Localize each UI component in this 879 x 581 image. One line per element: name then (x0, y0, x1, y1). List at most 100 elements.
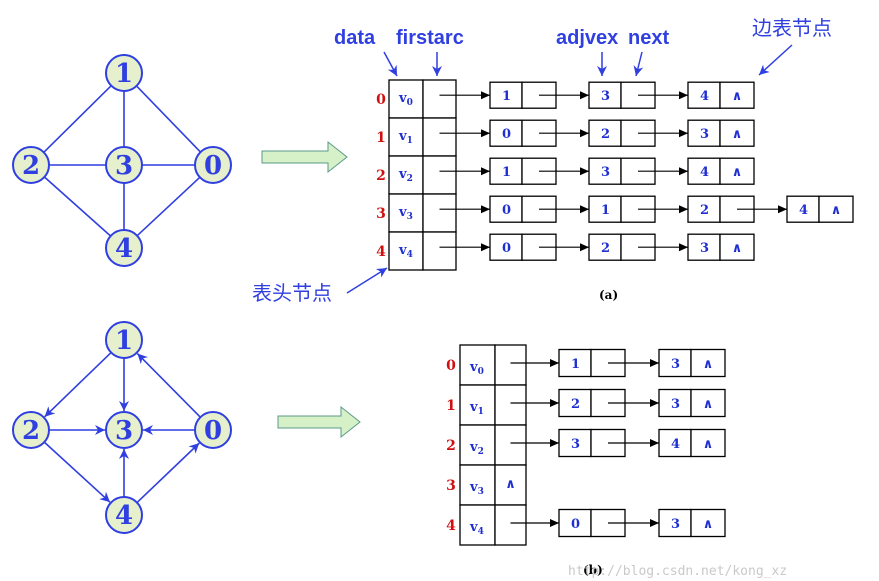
adjvex-cell (489, 195, 523, 223)
next-cell (690, 428, 726, 458)
head-data-cell (459, 504, 496, 546)
head-firstarc-cell (422, 79, 457, 119)
node-label: 0 (204, 151, 222, 181)
graph-b-node-4: 4 (105, 496, 143, 534)
adjvex-value: 2 (601, 241, 610, 256)
adjvex-value: 0 (502, 203, 511, 218)
head-firstarc-cell (422, 231, 457, 271)
caption-a: (a) (599, 288, 618, 302)
adjvex-cell (786, 195, 820, 223)
vertex-index: 4 (376, 244, 386, 260)
next-cell (818, 195, 854, 223)
node-label: 4 (115, 501, 133, 531)
graph-b-edge-2-4 (43, 441, 111, 503)
adjvex-value: 1 (571, 357, 580, 372)
adjvex-value: 4 (700, 89, 709, 104)
head-data-cell (459, 344, 496, 386)
head-firstarc-cell (422, 117, 457, 157)
data-label: data (334, 27, 376, 49)
undirected-graph: 1 2 3 0 4 (12, 54, 232, 267)
adjvex-cell (687, 233, 721, 261)
head-firstarc-cell (422, 193, 457, 233)
pointer-head-node (346, 267, 388, 294)
firstarc-label: firstarc (396, 27, 464, 49)
vertex-index: 1 (376, 130, 386, 146)
adjvex-label: adjvex (556, 27, 618, 49)
edge-node-0: 0 (489, 195, 557, 223)
edge-node-3: 3∧ (658, 508, 726, 538)
adjvex-value: 3 (700, 241, 709, 256)
node-circle (12, 411, 50, 449)
adjvex-cell (558, 388, 592, 418)
null-pointer: ∧ (732, 165, 743, 180)
adjvex-cell (658, 388, 692, 418)
edge-node-1: 1 (558, 348, 626, 378)
head-firstarc-cell (494, 504, 527, 546)
adjvex-cell (588, 195, 622, 223)
adjvex-value: 2 (571, 397, 580, 412)
adjvex-cell (489, 119, 523, 147)
adjvex-value: 3 (671, 357, 680, 372)
adjvex-value: 2 (601, 127, 610, 142)
vertex-index: 2 (446, 438, 456, 454)
next-cell (719, 157, 755, 185)
graph-a-node-3: 3 (105, 146, 143, 184)
head-data-cell (388, 193, 424, 233)
node-label: 1 (115, 59, 133, 89)
edge-node-3: 3 (558, 428, 626, 458)
null-pointer: ∧ (732, 127, 743, 142)
adjvex-value: 1 (601, 203, 610, 218)
graph-a-edge-2-4 (43, 176, 112, 237)
vertex-index: 3 (376, 206, 386, 222)
next-cell (719, 81, 755, 109)
adjvex-cell (588, 233, 622, 261)
head-firstarc-cell (422, 155, 457, 195)
adjvex-cell (687, 157, 721, 185)
graph-a-node-4: 4 (105, 229, 143, 267)
graph-b-edge-4-0 (136, 442, 200, 504)
pointer-edge-node (758, 44, 793, 76)
adjvex-cell (588, 157, 622, 185)
edge-node-0: 0 (489, 233, 557, 261)
adjvex-value: 3 (671, 397, 680, 412)
graph-a-edge-0-4 (136, 176, 201, 237)
node-circle (105, 321, 143, 359)
head-firstarc-cell (494, 424, 527, 466)
graph-a-edge-1-2 (43, 85, 112, 153)
node-label: 1 (115, 326, 133, 356)
null-pointer: ∧ (703, 437, 714, 452)
node-circle (105, 229, 143, 267)
next-cell (690, 348, 726, 378)
null-pointer: ∧ (703, 517, 714, 532)
null-pointer: ∧ (732, 89, 743, 104)
watermark: http://blog.csdn.net/kong_xz (568, 564, 787, 579)
graph-b-node-2: 2 (12, 411, 50, 449)
labels-b: (b) (583, 563, 603, 577)
head-data-cell (388, 79, 424, 119)
head-firstarc-cell (494, 384, 527, 426)
adjvex-cell (489, 81, 523, 109)
vertex-index: 3 (446, 478, 456, 494)
edge-node-label: 边表节点 (752, 16, 832, 40)
next-cell (690, 508, 726, 538)
adjvex-cell (558, 508, 592, 538)
null-pointer: ∧ (505, 477, 516, 492)
edge-node-3: 3∧ (687, 233, 755, 261)
edge-node-3: 3∧ (687, 119, 755, 147)
edge-node-4: 4∧ (687, 81, 755, 109)
edge-node-3: 3∧ (658, 388, 726, 418)
caption-b: (b) (583, 563, 603, 577)
adjvex-value: 3 (700, 127, 709, 142)
graph-a-node-2: 2 (12, 146, 50, 184)
vertex-index: 1 (446, 398, 456, 414)
null-pointer: ∧ (703, 357, 714, 372)
node-circle (105, 411, 143, 449)
graph-b-node-0: 0 (194, 411, 232, 449)
pointer-data (383, 51, 398, 77)
